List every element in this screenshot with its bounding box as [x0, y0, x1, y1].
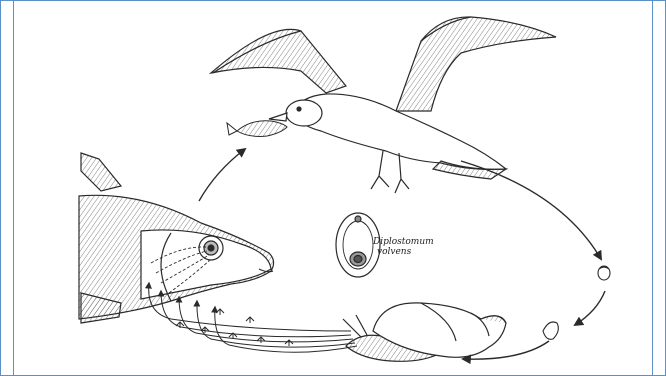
species-name-line2: volvens — [373, 247, 434, 257]
species-label: Diplostomum volvens — [373, 237, 434, 257]
gull-icon — [211, 17, 556, 193]
fish-icon — [79, 153, 274, 323]
cercariae — [176, 309, 293, 346]
species-name-line1: Diplostomum — [373, 237, 434, 247]
fish-prey-icon — [227, 121, 287, 137]
snail-icon — [343, 303, 506, 361]
miracidium-icon — [543, 322, 558, 339]
egg-icon — [598, 266, 610, 280]
